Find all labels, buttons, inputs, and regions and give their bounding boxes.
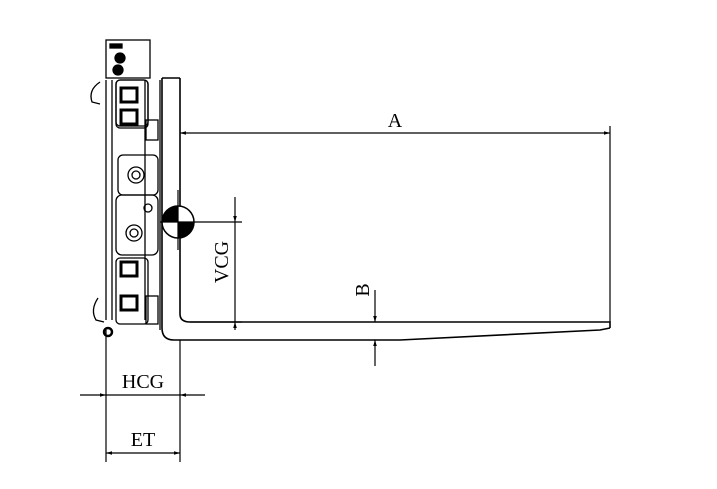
dimension-label-vcg: VCG (211, 241, 233, 283)
center-of-gravity-symbol (160, 190, 242, 250)
dimension-label-hcg: HCG (122, 371, 164, 393)
extension-lines (105, 330, 181, 462)
dimension-vcg (190, 197, 242, 330)
dimension-label-et: ET (131, 429, 155, 451)
fork (161, 77, 611, 341)
dimension-label-b: B (352, 283, 374, 296)
dimension-a (180, 126, 611, 322)
carriage-assembly (90, 39, 161, 338)
dimension-label-a: A (388, 110, 403, 132)
